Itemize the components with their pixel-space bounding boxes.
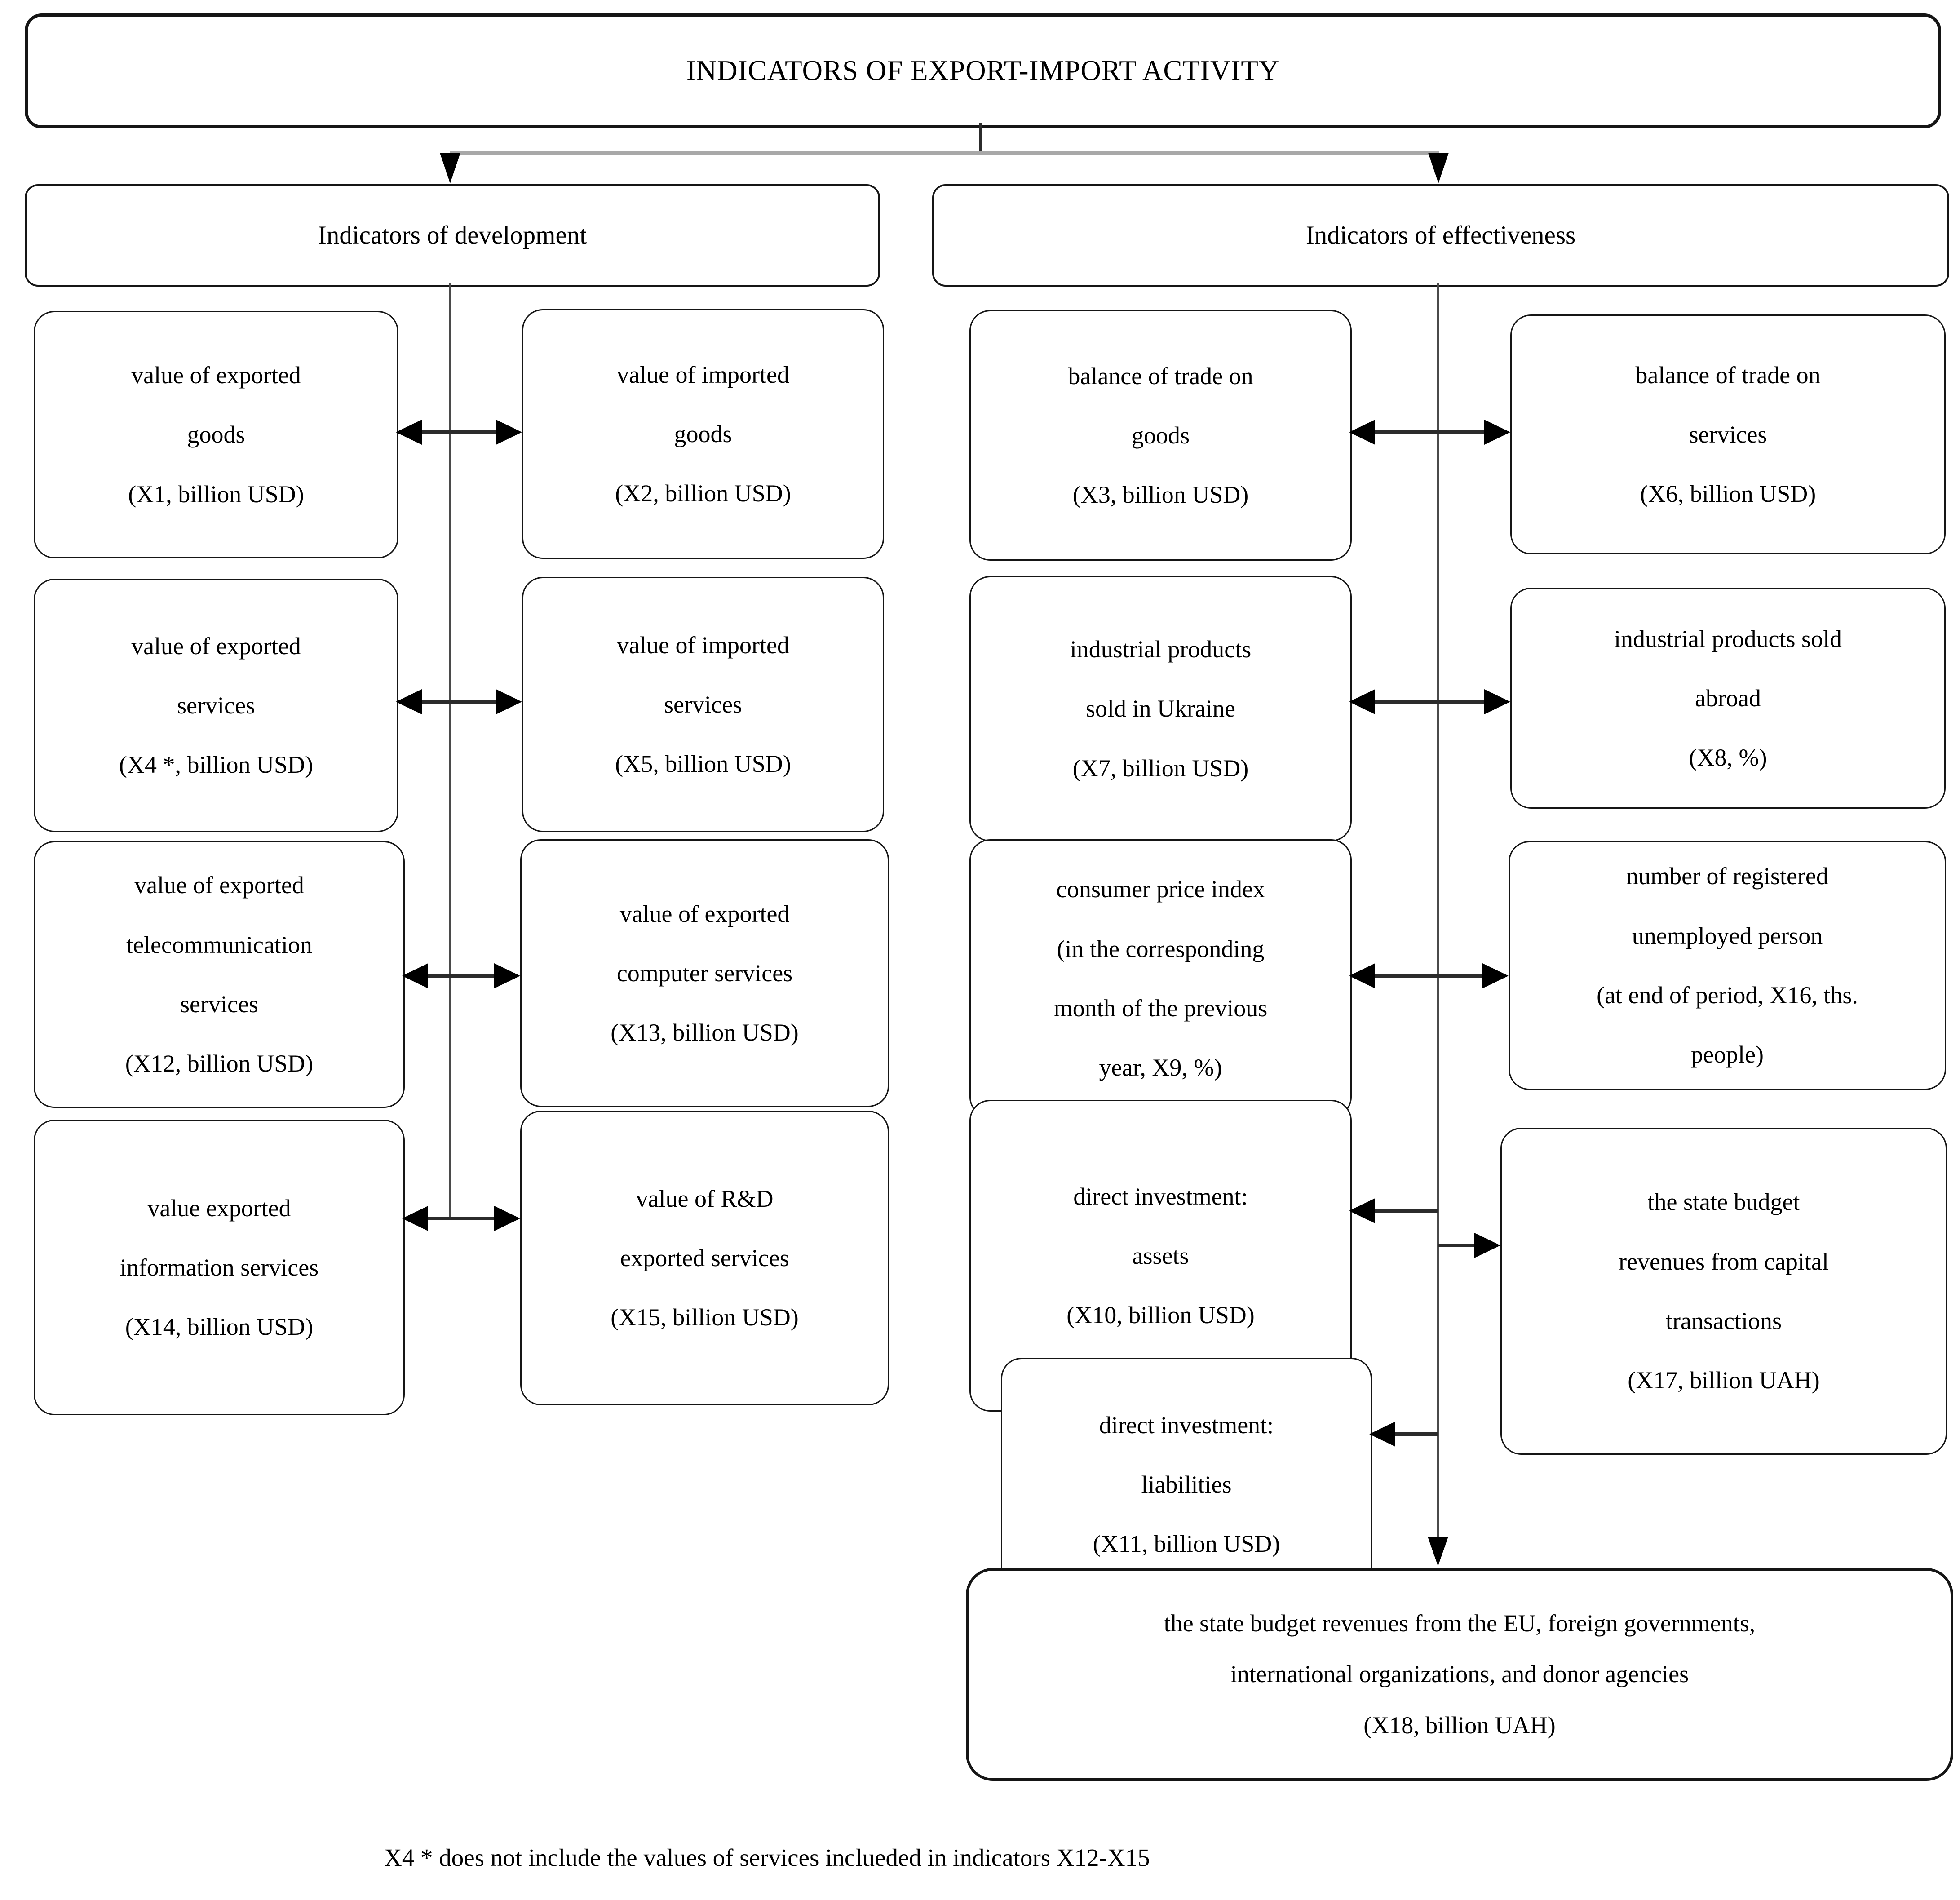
arrow-head-right-icon [1484,420,1510,445]
page-title: INDICATORS OF EXPORT-IMPORT ACTIVITY [686,55,1280,87]
node-x4-label: value of exported services (X4 *, billio… [119,632,313,779]
branch-header-effectiveness: Indicators of effectiveness [932,184,1949,287]
arrow-shaft [1375,430,1484,434]
node-x13-label: value of exported computer services (X13… [611,900,799,1046]
arrow-head-left-icon [1349,420,1375,445]
footnote-text: X4 * does not include the values of serv… [384,1844,1150,1871]
title-box: INDICATORS OF EXPORT-IMPORT ACTIVITY [25,13,1941,128]
arrow-head-left-icon [1349,1198,1375,1223]
node-x9-label: consumer price index (in the correspondi… [1053,876,1268,1081]
arrow-head-left-icon [402,1206,428,1231]
arrow-shaft [422,430,496,434]
arrow-shaft [1438,1244,1474,1247]
arrow-shaft [422,700,496,704]
arrow-head-right-icon [494,963,520,988]
arrow-shaft [1375,974,1482,978]
node-x12-label: value of exported telecommunication serv… [125,872,314,1077]
arrow-head-left-icon [1369,1422,1395,1447]
arrow-head-left-icon [1349,689,1375,714]
arrow-head-right-icon [1474,1233,1500,1258]
node-x5-label: value of imported services (X5, billion … [615,631,791,778]
node-x3: balance of trade on goods (X3, billion U… [969,310,1352,561]
arrow-shaft [428,974,494,978]
node-x8: industrial products sold abroad (X8, %) [1510,588,1946,809]
node-x9: consumer price index (in the correspondi… [969,839,1352,1118]
arrow-shaft [1375,1209,1438,1213]
arrow-head-right-icon [1484,689,1510,714]
arrow-head-left-icon [402,963,428,988]
node-x6-label: balance of trade on services (X6, billio… [1635,361,1821,508]
node-x18-label: the state budget revenues from the EU, f… [1164,1609,1756,1739]
node-x11-label: direct investment: liabilities (X11, bil… [1093,1411,1280,1558]
arrow-shaft [1375,700,1484,704]
arrow-shaft [428,1217,494,1220]
node-x4: value of exported services (X4 *, billio… [34,579,398,832]
node-x2: value of imported goods (X2, billion USD… [522,309,884,559]
node-x14-label: value exported information services (X14… [119,1194,319,1341]
node-x3-label: balance of trade on goods (X3, billion U… [1068,362,1253,509]
arrow-shaft [1395,1432,1438,1436]
connector-horizontal [450,151,1439,155]
node-x17: the state budget revenues from capital t… [1500,1128,1947,1455]
node-x2-label: value of imported goods (X2, billion USD… [615,361,791,507]
node-x1-label: value of exported goods (X1, billion USD… [128,362,304,508]
spine-arrow-down-icon [1428,1537,1448,1566]
arrow-head-right-icon [496,689,522,714]
node-x6: balance of trade on services (X6, billio… [1510,314,1946,554]
connector-top-vertical [979,123,982,152]
node-x7: industrial products sold in Ukraine (X7,… [969,576,1352,841]
node-x18: the state budget revenues from the EU, f… [966,1568,1953,1781]
branch-header-development: Indicators of development [25,184,880,287]
node-x5: value of imported services (X5, billion … [522,577,884,832]
node-x8-label: industrial products sold abroad (X8, %) [1614,625,1842,771]
node-x10-label: direct investment: assets (X10, billion … [1066,1183,1255,1329]
node-x14: value exported information services (X14… [34,1120,405,1415]
branch-effectiveness-label: Indicators of effectiveness [1305,221,1576,250]
node-x7-label: industrial products sold in Ukraine (X7,… [1070,636,1252,782]
node-x15: value of R&D exported services (X15, bil… [520,1111,889,1405]
node-x16-label: number of registered unemployed person (… [1597,863,1858,1068]
arrow-head-left-icon [396,420,422,445]
arrow-head-right-icon [1482,963,1509,988]
node-x16: number of registered unemployed person (… [1509,841,1946,1090]
branch-down-arrow-left-icon [440,153,460,183]
development-spine [449,283,451,1220]
node-x17-label: the state budget revenues from capital t… [1619,1188,1829,1394]
node-x1: value of exported goods (X1, billion USD… [34,311,398,558]
arrow-head-right-icon [494,1206,520,1231]
branch-down-arrow-right-icon [1428,153,1449,183]
arrow-head-left-icon [396,689,422,714]
node-x13: value of exported computer services (X13… [520,839,889,1107]
footnote: X4 * does not include the values of serv… [359,1815,1150,1900]
node-x12: value of exported telecommunication serv… [34,841,405,1108]
branch-development-label: Indicators of development [318,221,587,250]
arrow-head-left-icon [1349,963,1375,988]
arrow-head-right-icon [496,420,522,445]
node-x15-label: value of R&D exported services (X15, bil… [611,1185,799,1331]
effectiveness-spine [1437,283,1439,1537]
